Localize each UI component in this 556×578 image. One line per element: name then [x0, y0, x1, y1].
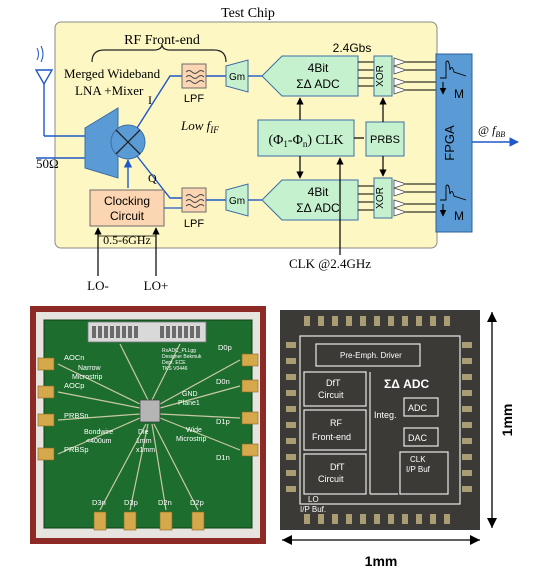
- dim-label-vertical: 1mm: [499, 404, 515, 437]
- svg-text:Clocking: Clocking: [104, 194, 150, 208]
- mux-bottom-label: M: [454, 209, 464, 223]
- clk-input-label: CLK @2.4GHz: [289, 256, 371, 271]
- xor-bottom: XOR: [374, 178, 392, 218]
- pcb-label-narrow: Narrow: [78, 365, 102, 372]
- adc-top: 4Bit ΣΔ ADC: [262, 56, 358, 96]
- die-label-pre-emph: Pre-Emph. Driver: [340, 351, 402, 360]
- svg-text:ΣΔ ADC: ΣΔ ADC: [296, 201, 340, 215]
- svg-text:4Bit: 4Bit: [308, 185, 329, 199]
- die-label-dac: DAC: [408, 433, 428, 443]
- svg-text:PRBS: PRBS: [370, 134, 400, 146]
- die-label-dft-bot-2: Circuit: [318, 474, 344, 484]
- lna-label-line2: LNA +Mixer: [75, 83, 144, 98]
- clk-phase-block: (Φ1-Φn) CLK: [258, 120, 354, 156]
- die-label-lo-2: I/P Buf.: [300, 505, 326, 514]
- svg-text:FPGA: FPGA: [442, 125, 457, 161]
- lo-plus-label: LO+: [144, 278, 169, 293]
- svg-text:Gm: Gm: [229, 196, 245, 207]
- svg-text:XOR: XOR: [375, 187, 386, 209]
- die-label-dft-top-2: Circuit: [318, 390, 344, 400]
- svg-text:XOR: XOR: [375, 65, 386, 87]
- die-label-adc: ADC: [408, 403, 428, 413]
- lpf-top-label: LPF: [184, 93, 204, 105]
- xor-top: XOR: [374, 56, 392, 96]
- port-label: D1n: [216, 453, 230, 462]
- silk-line: TKS V0446: [162, 366, 188, 372]
- port-label: D3p: [124, 498, 138, 507]
- block-diagram: Test Chip RF Front-end Merged Wideband L…: [36, 6, 518, 293]
- die-label-lo-1: LO: [308, 495, 319, 504]
- die-on-pcb: [140, 400, 160, 422]
- port-label: D2n: [158, 498, 172, 507]
- port-label: PRBSp: [64, 445, 89, 454]
- pcb-label-wide: Wide: [186, 427, 202, 434]
- pcb-label-plane: Plane1: [178, 400, 200, 407]
- port-label: D3n: [92, 498, 106, 507]
- lpf-bottom-label: LPF: [184, 218, 204, 230]
- lo-minus-label: LO-: [87, 278, 109, 293]
- lna-label-line1: Merged Wideband: [64, 66, 161, 81]
- die-label-dft-top-1: DfT: [326, 378, 341, 388]
- gm-bottom: Gm: [226, 184, 248, 216]
- die-label-clk-2: I/P Buf: [406, 465, 431, 474]
- pcb-label-bondwire: Bondwire: [84, 429, 113, 436]
- port-label: D0n: [216, 377, 230, 386]
- port-label: AOCp: [64, 381, 84, 390]
- pcb-label-bondwire-len: <400um: [86, 438, 112, 445]
- port-label: D0p: [218, 343, 232, 352]
- pcb-label-gnd: GND: [182, 391, 198, 398]
- die-label-clk-1: CLK: [410, 455, 426, 464]
- lpf-bottom: LPF: [182, 188, 206, 230]
- die-label-dft-bot-1: DfT: [330, 462, 345, 472]
- pcb-photo: AOCn AOCp PRBSn PRBSp D0p D0n D1p D1n D3…: [30, 306, 266, 544]
- port-label: D1p: [216, 417, 230, 426]
- svg-text:Circuit: Circuit: [110, 209, 145, 223]
- adc-bottom: 4Bit ΣΔ ADC: [262, 180, 358, 220]
- die-label-integ: Integ.: [374, 410, 397, 420]
- port-label: D2p: [190, 498, 204, 507]
- branch-i-label: I: [148, 93, 152, 107]
- port-label: AOCn: [64, 353, 84, 362]
- rate-label: 2.4Gbs: [333, 41, 372, 55]
- branch-q-label: Q: [148, 171, 157, 185]
- clocking-circuit: Clocking Circuit: [90, 190, 164, 226]
- lpf-top: LPF: [182, 64, 206, 105]
- die-label-rf-1: RF: [330, 418, 342, 428]
- pcb-label-die-h: x1mm: [136, 447, 155, 454]
- pcb-label-die-w: 1mm: [136, 438, 152, 445]
- dim-label-horizontal: 1mm: [365, 553, 398, 569]
- pcb-label-microstrip: Microstrip: [72, 374, 102, 381]
- prbs-block: PRBS: [366, 122, 404, 156]
- pcb-label-wide-ms: Microstrip: [176, 436, 206, 443]
- svg-text:Gm: Gm: [229, 72, 245, 83]
- die-label-sigma-delta: ΣΔ ADC: [384, 377, 429, 391]
- svg-text:ΣΔ ADC: ΣΔ ADC: [296, 77, 340, 91]
- port-label: PRBSn: [64, 411, 89, 420]
- gm-top: Gm: [226, 60, 248, 92]
- die-photo: Pre-Emph. Driver ΣΔ ADC DfT Circuit RF F…: [280, 310, 515, 569]
- mux-top-label: M: [454, 87, 464, 101]
- pcb-label-die: Die: [138, 429, 149, 436]
- svg-text:4Bit: 4Bit: [308, 61, 329, 75]
- freq-range-label: 0.5-6GHz: [103, 233, 151, 247]
- fbb-label: @ fBB: [478, 123, 505, 139]
- fpga-block: FPGA M M: [436, 54, 472, 232]
- die-label-rf-2: Front-end: [312, 432, 351, 442]
- diagram-title: Test Chip: [221, 6, 275, 21]
